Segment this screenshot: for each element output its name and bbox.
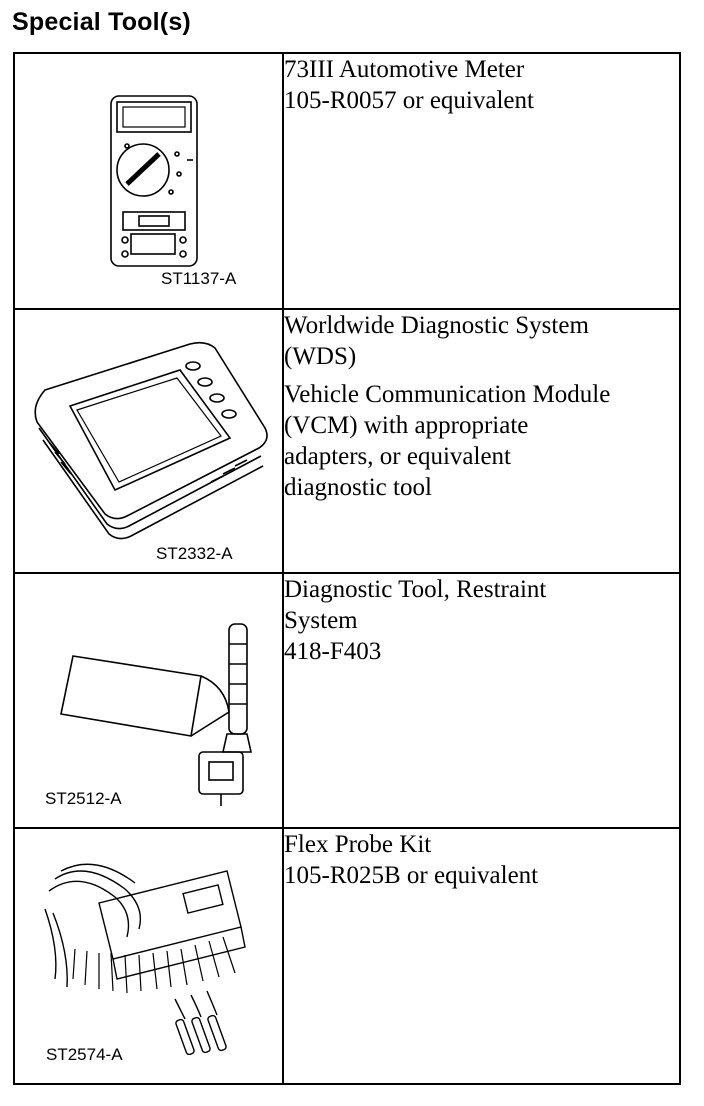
tool-description: 73III Automotive Meter 105-R0057 or equi…	[282, 52, 681, 310]
tool-caption: ST2574-A	[46, 1045, 123, 1064]
tool-name: Flex Probe Kit	[284, 831, 432, 858]
tool-name-abbrev: (WDS)	[284, 343, 357, 370]
tool-detail-line: diagnostic tool	[284, 474, 432, 501]
tool-detail-line: adapters, or equivalent	[284, 443, 511, 470]
tool-part-number: 418-F403	[284, 638, 382, 665]
tool-name-cont: System	[284, 607, 358, 634]
tool-caption: ST1137-A	[161, 269, 237, 288]
tool-row: ST1137-A 73III Automotive Meter 105-R005…	[13, 52, 681, 310]
tool-illustration-cell: ST1137-A	[13, 52, 284, 310]
tool-illustration-cell: ST2574-A	[13, 827, 284, 1085]
tool-name: Worldwide Diagnostic System	[284, 312, 589, 339]
tool-name: 73III Automotive Meter	[284, 56, 525, 83]
tool-description: Worldwide Diagnostic System (WDS) Vehicl…	[282, 308, 681, 574]
tool-part-number: 105-R025B or equivalent	[284, 862, 539, 889]
tool-caption: ST2332-A	[156, 544, 233, 563]
restraint-tool-illustration	[60, 623, 252, 806]
flex-probe-kit-illustration	[44, 863, 246, 1056]
special-tools-table: ST1137-A 73III Automotive Meter 105-R005…	[13, 52, 681, 1085]
tool-illustration-cell: ST2332-A	[13, 308, 284, 574]
multimeter-illustration	[110, 95, 198, 267]
page-title: Special Tool(s)	[12, 8, 191, 36]
tool-detail-line: Vehicle Communication Module	[284, 381, 611, 408]
tool-row: ST2512-A Diagnostic Tool, Restraint Syst…	[13, 572, 681, 829]
tool-name: Diagnostic Tool, Restraint	[284, 576, 547, 603]
tool-illustration-cell: ST2512-A	[13, 572, 284, 829]
tool-description: Diagnostic Tool, Restraint System 418-F4…	[282, 572, 681, 829]
tool-caption: ST2512-A	[45, 789, 122, 808]
tool-description: Flex Probe Kit 105-R025B or equivalent	[282, 827, 681, 1085]
tool-part-number: 105-R0057 or equivalent	[284, 87, 534, 114]
tool-detail-line: (VCM) with appropriate	[284, 412, 529, 439]
tool-row: ST2574-A Flex Probe Kit 105-R025B or equ…	[13, 827, 681, 1085]
tool-row: ST2332-A Worldwide Diagnostic System (WD…	[13, 308, 681, 574]
wds-illustration	[34, 341, 268, 540]
